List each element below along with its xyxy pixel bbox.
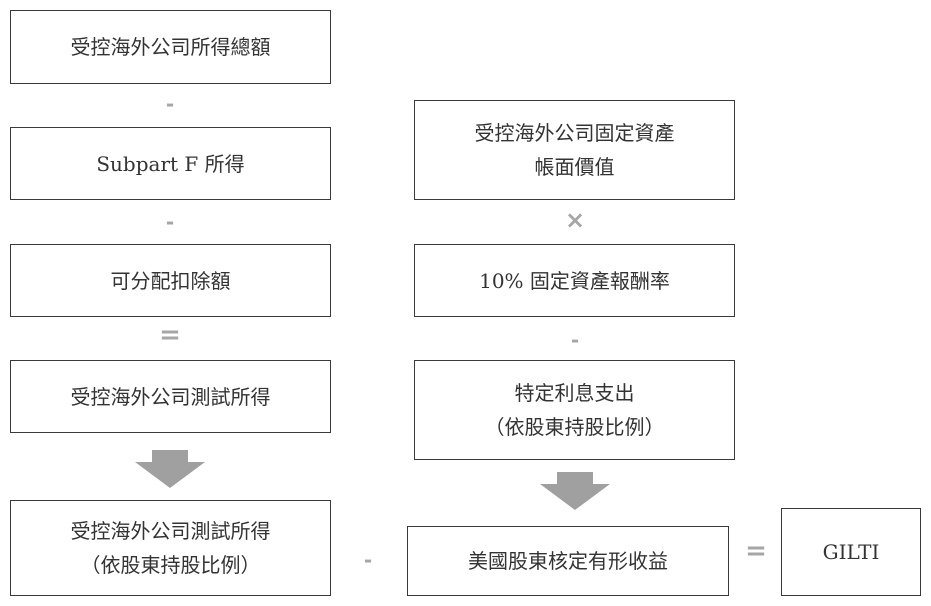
interest-expense-box: 特定利息支出 （依股東持股比例） — [414, 360, 735, 460]
allocable-deductions-label: 可分配扣除額 — [110, 268, 231, 293]
cfc-tested-income-label: 受控海外公司測試所得 — [70, 384, 271, 409]
cfc-tested-income-box: 受控海外公司測試所得 — [10, 360, 331, 433]
equals-operator: = — [159, 320, 181, 350]
minus-operator: - — [165, 210, 175, 234]
fixed-assets-line2: 帳面價值 — [534, 155, 615, 179]
deemed-tangible-return-box: 美國股東核定有形收益 — [407, 526, 729, 596]
minus-operator: - — [570, 328, 580, 352]
times-operator: × — [564, 206, 586, 234]
cfc-gross-income-label: 受控海外公司所得總額 — [70, 35, 271, 59]
cfc-gross-income-box: 受控海外公司所得總額 — [10, 10, 331, 84]
return-rate-box: 10% 固定資產報酬率 — [414, 244, 735, 317]
interest-expense-line1: 特定利息支出 — [514, 381, 635, 405]
minus-operator: - — [363, 548, 373, 572]
interest-expense-line2: （依股東持股比例） — [484, 415, 665, 439]
minus-operator: - — [165, 92, 175, 116]
fixed-assets-line1: 受控海外公司固定資產 — [474, 121, 675, 145]
gilti-label: GILTI — [822, 540, 880, 564]
down-arrow-icon — [540, 472, 610, 510]
equals-operator: = — [745, 536, 767, 566]
cfc-tested-income-share-line1: 受控海外公司測試所得 — [70, 519, 271, 543]
gilti-box: GILTI — [781, 508, 921, 596]
cfc-tested-income-share-line2: （依股東持股比例） — [80, 553, 261, 577]
fixed-assets-box: 受控海外公司固定資產 帳面價值 — [414, 100, 735, 200]
subpart-f-income-box: Subpart F 所得 — [10, 127, 331, 200]
subpart-f-income-label: Subpart F 所得 — [96, 151, 245, 176]
down-arrow-icon — [135, 450, 205, 488]
allocable-deductions-box: 可分配扣除額 — [10, 244, 331, 317]
cfc-tested-income-share-box: 受控海外公司測試所得 （依股東持股比例） — [10, 500, 331, 596]
deemed-tangible-return-label: 美國股東核定有形收益 — [468, 549, 668, 573]
return-rate-label: 10% 固定資產報酬率 — [479, 268, 670, 293]
